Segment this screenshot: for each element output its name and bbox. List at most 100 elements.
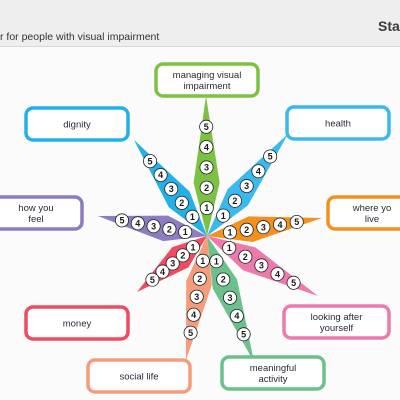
domain-label-money: money [63,319,92,330]
domain-box-frame-how-you-feel [0,195,84,231]
domain-label-managing-visual-impairment: impairment [184,81,231,92]
scale-circle-social-life-2[interactable] [192,271,207,286]
domain-label-meaningful-activity: meaningful [250,363,296,374]
scale-circle-looking-after-yourself-2[interactable] [238,249,253,264]
scale-circle-social-life-1[interactable] [195,253,210,268]
domain-box-frame-managing-visual-impairment [154,62,260,98]
scale-circle-health-2[interactable] [227,193,242,208]
scale-circle-how-you-feel-1[interactable] [178,224,193,239]
scale-circle-dignity-5[interactable] [143,154,158,169]
domain-box-frame-health [285,105,391,141]
scale-circle-money-2[interactable] [175,248,190,263]
scale-number-money-3: 3 [170,259,175,269]
scale-number-looking-after-yourself-3: 3 [259,261,264,271]
scale-circle-looking-after-yourself-5[interactable] [286,275,301,290]
scale-circle-meaningful-activity-4[interactable] [229,309,244,324]
scale-circle-meaningful-activity-1[interactable] [209,254,224,269]
scale-circle-meaningful-activity-3[interactable] [223,290,238,305]
scale-circle-dignity-4[interactable] [153,168,168,183]
scale-circle-money-1[interactable] [185,240,200,255]
domain-label-how-you-feel: feel [28,214,43,225]
scale-circle-looking-after-yourself-4[interactable] [270,267,285,282]
scale-number-money-5: 5 [150,275,155,285]
scale-circle-social-life-5[interactable] [183,325,198,340]
scale-circle-managing-visual-impairment-5[interactable] [199,119,214,134]
domain-box-health[interactable]: health [285,105,391,141]
scale-number-managing-visual-impairment-5: 5 [204,122,209,132]
scale-circle-dignity-2[interactable] [174,195,189,210]
scale-number-looking-after-yourself-4: 4 [275,269,280,279]
scale-number-health-2: 2 [232,196,237,206]
scale-circle-health-3[interactable] [239,179,254,194]
scale-circle-how-you-feel-3[interactable] [146,219,161,234]
scale-number-where-you-live-1: 1 [227,228,232,238]
scale-circle-dignity-3[interactable] [164,181,179,196]
scale-number-managing-visual-impairment-2: 2 [204,183,209,193]
scale-number-meaningful-activity-5: 5 [241,329,246,339]
scale-circle-social-life-3[interactable] [189,289,204,304]
domain-label-health: health [325,119,351,130]
domain-label-meaningful-activity: activity [258,374,287,385]
scale-number-health-4: 4 [256,166,261,176]
scale-circle-meaningful-activity-2[interactable] [216,272,231,287]
domain-box-social-life[interactable]: social life [86,358,192,394]
scale-circle-money-5[interactable] [145,272,160,287]
scale-number-money-4: 4 [160,267,165,277]
scale-circle-health-1[interactable] [216,208,231,223]
scale-circle-money-4[interactable] [155,264,170,279]
scale-circle-where-you-live-5[interactable] [289,214,304,229]
domain-label-where-you-live: where yo [352,203,392,214]
domain-box-dignity[interactable]: dignity [24,106,130,142]
scale-circle-where-you-live-3[interactable] [256,220,271,235]
scale-circle-managing-visual-impairment-2[interactable] [199,180,214,195]
header-subtitle: r for people with visual impairment [0,31,160,43]
scale-circle-social-life-4[interactable] [186,307,201,322]
scale-circle-where-you-live-4[interactable] [273,217,288,232]
domain-box-money[interactable]: money [24,305,130,341]
scale-circle-how-you-feel-2[interactable] [162,222,177,237]
header-bar: r for people with visual impairment Sta [0,0,400,47]
domain-box-frame-meaningful-activity [220,355,326,391]
scale-circle-dignity-1[interactable] [185,209,200,224]
scale-circle-health-5[interactable] [263,149,278,164]
scale-circle-health-4[interactable] [251,164,266,179]
domain-label-looking-after-yourself: yourself [320,323,354,334]
scale-circle-where-you-live-2[interactable] [239,222,254,237]
scale-number-dignity-3: 3 [169,184,174,194]
scale-number-where-you-live-5: 5 [294,217,299,227]
domain-label-dignity: dignity [63,120,91,131]
scale-circle-managing-visual-impairment-4[interactable] [199,140,214,155]
scale-circle-managing-visual-impairment-3[interactable] [199,160,214,175]
scale-circle-how-you-feel-4[interactable] [130,216,145,231]
scale-number-how-you-feel-3: 3 [151,221,156,231]
scale-circle-managing-visual-impairment-1[interactable] [199,200,214,215]
scale-number-how-you-feel-2: 2 [167,224,172,234]
domain-label-social-life: social life [119,372,158,383]
scale-circle-money-3[interactable] [165,256,180,271]
scale-circle-looking-after-yourself-1[interactable] [222,240,237,255]
domain-box-frame-dignity [24,106,130,142]
scale-circle-meaningful-activity-5[interactable] [236,327,251,342]
scale-circle-where-you-live-1[interactable] [222,225,237,240]
scale-circle-looking-after-yourself-3[interactable] [254,258,269,273]
header-corner-title: Sta [378,18,400,34]
domain-label-looking-after-yourself: looking after [311,312,363,323]
scale-number-dignity-4: 4 [158,170,163,180]
domain-label-where-you-live: live [365,214,379,225]
scale-number-where-you-live-4: 4 [278,220,283,230]
scale-number-managing-visual-impairment-4: 4 [204,142,209,152]
scale-circle-how-you-feel-5[interactable] [114,213,129,228]
scale-number-where-you-live-3: 3 [261,222,266,232]
